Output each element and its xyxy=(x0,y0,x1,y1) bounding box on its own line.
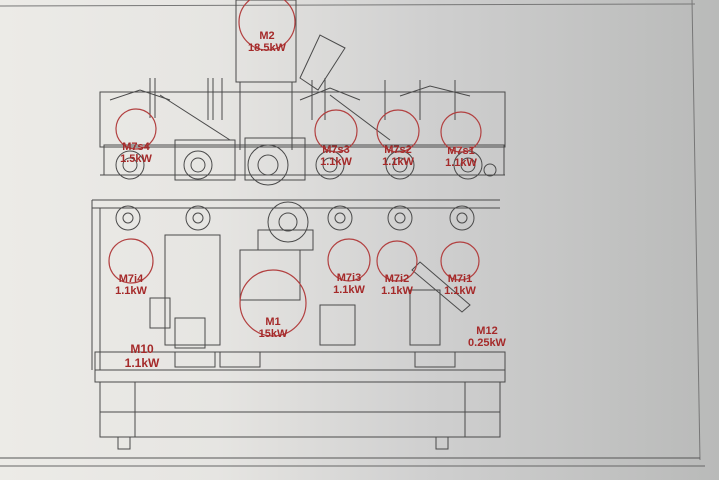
m7s2-outline xyxy=(376,109,420,153)
m7s1-outline xyxy=(440,111,482,153)
m7i3-outline xyxy=(327,238,371,282)
m7i4-outline xyxy=(108,238,154,284)
m2-outline xyxy=(238,0,296,51)
m7s4-outline xyxy=(115,108,157,150)
m7s3-outline xyxy=(314,109,358,153)
m1-outline xyxy=(239,269,307,337)
m7i1-outline xyxy=(440,241,480,281)
m7i2-outline xyxy=(376,240,418,282)
